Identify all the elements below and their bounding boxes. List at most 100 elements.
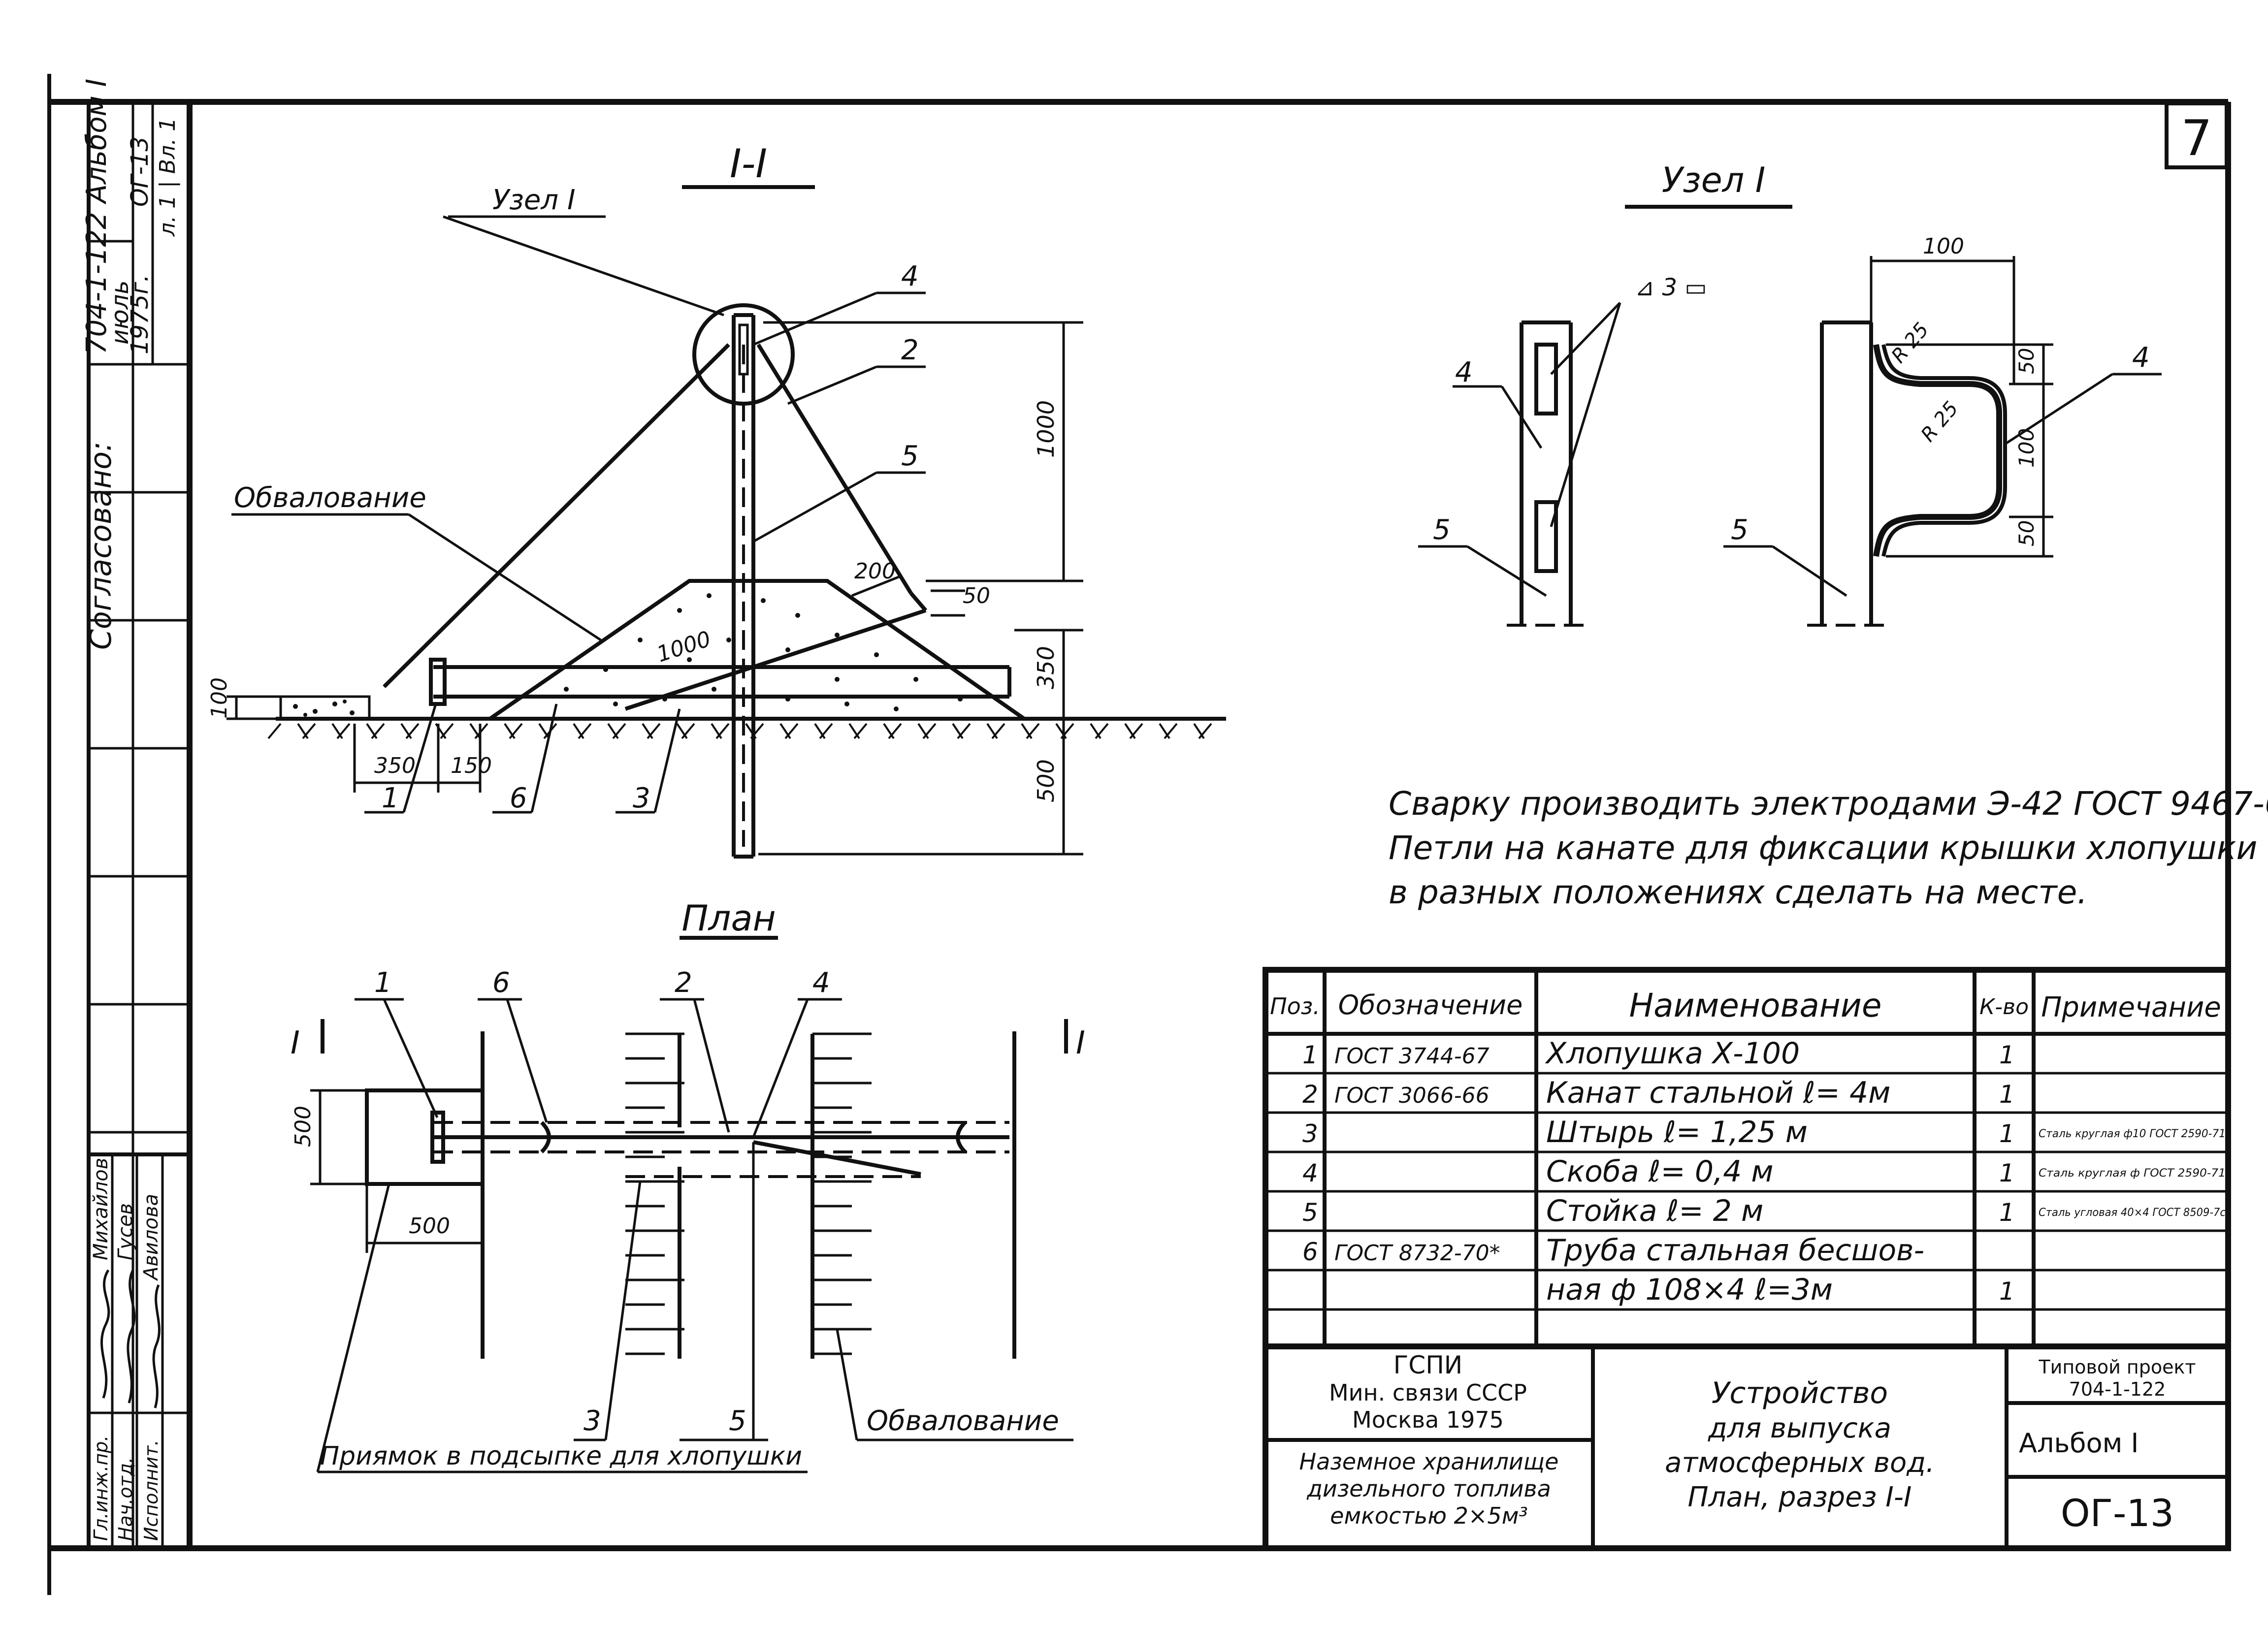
cable-right-to-lid <box>909 592 928 612</box>
callout-6-section: 6 <box>510 782 527 814</box>
svg-text:5: 5 <box>1302 1198 1318 1227</box>
spec-header-name: Наименование <box>1629 987 1882 1024</box>
cable-left <box>383 343 730 688</box>
spec-row-5: 5 Стойка ℓ= 2 м 1 Сталь угловая 40×4 ГОС… <box>1302 1194 2226 1228</box>
signature-1-mark <box>100 1269 110 1399</box>
callout-4-plan: 4 <box>812 967 830 999</box>
plan-dim-500-horizontal: 500 <box>409 1213 450 1239</box>
node-dim-100-horizontal: 100 <box>1923 234 1964 259</box>
dim-350-vertical: 350 <box>1033 646 1059 689</box>
title-line-3: атмосферных вод. <box>1665 1447 1935 1479</box>
note-line-2: Петли на канате для фиксации крышки хлоп… <box>1389 829 2257 867</box>
stamp-project: 704-1-122 Альбом I <box>81 79 113 354</box>
object-line-3: емкостью 2×5м³ <box>1330 1502 1528 1529</box>
org-line-3: Москва 1975 <box>1352 1406 1504 1433</box>
embankment-mound <box>484 579 1031 721</box>
stamp-date-2: 1975г. <box>126 274 154 354</box>
section-mark-left: I <box>291 1025 300 1061</box>
stamp-code: ОГ-13 <box>126 136 154 207</box>
object-line-2: дизельного топлива <box>1306 1475 1551 1502</box>
pin-item-3 <box>624 608 927 711</box>
svg-text:ГОСТ 3744-67: ГОСТ 3744-67 <box>1334 1044 1490 1069</box>
svg-text:4: 4 <box>1302 1159 1318 1187</box>
svg-text:1: 1 <box>1999 1198 2015 1227</box>
svg-text:2: 2 <box>1302 1080 1318 1109</box>
callout-3-section: 3 <box>633 782 650 814</box>
svg-text:ная ф 108×4 ℓ=3м: ная ф 108×4 ℓ=3м <box>1546 1273 1833 1307</box>
signature-name-3: Авилова <box>140 1194 162 1281</box>
svg-text:1: 1 <box>1302 1041 1318 1069</box>
svg-text:Сталь круглая ф ГОСТ 2590-71: Сталь круглая ф ГОСТ 2590-71 <box>2039 1167 2226 1180</box>
bracket-item-4 <box>1873 344 2002 557</box>
node-callout-4-right: 4 <box>2132 342 2150 374</box>
stamp-date-1: июль <box>106 280 134 345</box>
signature-role-3: Исполнит. <box>140 1440 162 1541</box>
callout-6-plan: 6 <box>492 967 510 999</box>
svg-text:Сталь угловая 40×4 ГОСТ 8509-7: Сталь угловая 40×4 ГОСТ 8509-7с <box>2039 1207 2226 1219</box>
section-title: I-I <box>730 141 767 187</box>
callout-4-section: 4 <box>901 260 919 292</box>
note-line-3: в разных положениях сделать на месте. <box>1389 873 2087 911</box>
signature-role-2: Нач.отд. <box>115 1457 136 1541</box>
svg-text:1: 1 <box>1999 1080 2015 1109</box>
plan-view: План I I 500 5 <box>291 897 1085 1473</box>
dim-500-vertical: 500 <box>1033 759 1059 802</box>
svg-text:Стойка ℓ= 2 м: Стойка ℓ= 2 м <box>1546 1194 1763 1228</box>
spec-header-note: Примечание <box>2041 991 2221 1023</box>
callout-5-plan: 5 <box>729 1405 746 1437</box>
node-callout-5-right: 5 <box>1731 514 1749 546</box>
node-callout-5-left: 5 <box>1433 514 1451 546</box>
node-radius-1: R 25 <box>1887 319 1933 368</box>
svg-text:1: 1 <box>1999 1041 2015 1069</box>
plan-embankment-label: Обвалование <box>867 1405 1059 1437</box>
svg-text:Хлопушка Х-100: Хлопушка Х-100 <box>1545 1036 1800 1071</box>
spec-row-1: 1 ГОСТ 3744-67 Хлопушка Х-100 1 <box>1302 1036 2015 1071</box>
spec-header-qty: К-во <box>1979 994 2029 1020</box>
node-dim-50-top: 50 <box>2014 348 2039 374</box>
dim-200: 200 <box>854 559 896 584</box>
title-line-2: для выпуска <box>1708 1412 1891 1444</box>
drawing-code: ОГ-13 <box>2061 1491 2174 1535</box>
weld-symbol: ⊿ 3 ▭ <box>1635 274 1707 301</box>
signature-2-mark <box>127 1269 136 1404</box>
callout-2-section: 2 <box>901 334 919 366</box>
signature-name-2: Гусев <box>114 1203 137 1260</box>
dim-100-vertical: 100 <box>207 677 232 719</box>
callout-1-section: 1 <box>382 782 399 814</box>
signature-3-mark <box>152 1284 161 1408</box>
title-line-4: План, разрез I-I <box>1688 1481 1912 1513</box>
pit-label: Приямок в подсыпке для хлопушки <box>320 1441 802 1471</box>
callout-3-plan: 3 <box>583 1405 601 1437</box>
stamp-agreed: Согласовано: <box>84 442 118 650</box>
post-item-5 <box>732 313 755 859</box>
embankment-dots <box>564 593 963 711</box>
svg-text:ГОСТ 3066-66: ГОСТ 3066-66 <box>1334 1083 1490 1108</box>
spec-table: Поз. Обозначение Наименование К-во Приме… <box>1263 967 2231 1349</box>
fill-layer <box>279 695 371 720</box>
section-mark-right: I <box>1076 1025 1085 1061</box>
node-detail: Узел I ⊿ 3 ▭ 4 5 100 50 10 <box>1418 160 2162 627</box>
plan-title: План <box>681 897 776 939</box>
callout-2-plan: 2 <box>675 967 692 999</box>
plan-embankment-hatch <box>625 1032 872 1355</box>
svg-text:3: 3 <box>1302 1119 1318 1148</box>
plan-dim-500-vertical: 500 <box>291 1106 316 1147</box>
svg-text:1: 1 <box>1999 1159 2015 1187</box>
spec-row-2: 2 ГОСТ 3066-66 Канат стальной ℓ= 4м 1 <box>1302 1076 2015 1110</box>
callout-1-plan: 1 <box>374 967 392 999</box>
title-block: ГСПИ Мин. связи СССР Москва 1975 Наземно… <box>1263 1343 2231 1551</box>
notes: Сварку производить электродами Э-42 ГОСТ… <box>1389 785 2268 911</box>
svg-text:ГОСТ 8732-70*: ГОСТ 8732-70* <box>1334 1241 1500 1266</box>
project-line-2: 704-1-122 <box>2069 1378 2166 1400</box>
left-stamp: 704-1-122 Альбом I июль 1975г. ОГ-13 л. … <box>81 79 190 1548</box>
object-line-1: Наземное хранилище <box>1299 1448 1559 1475</box>
svg-text:Сталь круглая ф10 ГОСТ 2590-71: Сталь круглая ф10 ГОСТ 2590-71 <box>2039 1128 2226 1140</box>
svg-text:Скоба ℓ= 0,4 м: Скоба ℓ= 0,4 м <box>1546 1154 1774 1189</box>
stamp-sheet-info: л. 1 | Вл. 1 <box>155 118 180 237</box>
signature-role-1: Гл.инж.пр. <box>90 1436 112 1541</box>
spec-header-designation: Обозначение <box>1338 990 1523 1021</box>
dim-350-horizontal: 350 <box>374 753 416 778</box>
signature-name-1: Михайлов <box>90 1158 112 1260</box>
sheet-number-box: 7 <box>2165 101 2229 169</box>
